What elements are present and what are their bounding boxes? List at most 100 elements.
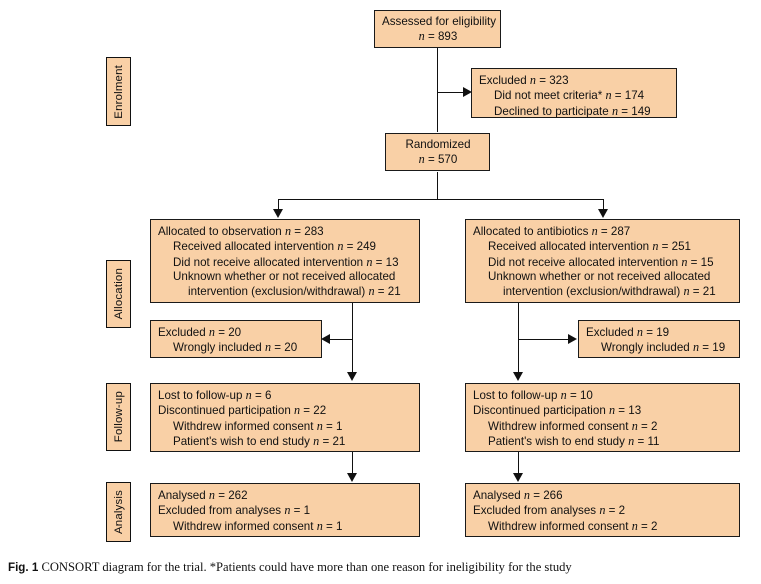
phase-label-enrolment: Enrolment [106,57,131,126]
alloc-left-line-4: Unknown whether or not received allocate… [173,269,396,283]
followup-left-line-4: Patient's wish to end study n = 21 [158,434,413,449]
excluded-left-l2-label: Wrongly included [173,341,265,355]
alloc-left-l2-value: = 249 [343,240,377,254]
excluded-top-l3-label: Declined to participate [494,104,612,118]
phase-label-analysis: Analysis [106,482,131,542]
node-followup-antibiotics: Lost to follow-up n = 10 Discontinued pa… [465,383,740,452]
alloc-left-line-2: Received allocated intervention n = 249 [158,239,413,254]
alloc-right-l1-label: Allocated to antibiotics [473,225,592,238]
alloc-right-line-3: Did not receive allocated intervention n… [473,255,733,270]
excluded-right-l2-n: n [692,340,700,355]
alloc-left-l5-n: n [368,284,375,299]
node-excluded-top: Excluded n = 323 Did not meet criteria* … [471,68,677,118]
alloc-right-l1-n: n [591,224,598,238]
followup-left-l1-label: Lost to follow-up [158,389,246,402]
analysis-left-l1-label: Analysed [158,489,209,502]
followup-right-l2-value: = 13 [615,404,642,418]
followup-right-l4-n: n [628,433,635,448]
node-analysis-observation: Analysed n = 262 Excluded from analyses … [150,483,420,537]
followup-right-l3-value: = 2 [637,419,658,433]
analysis-left-l2-value: = 1 [290,504,311,518]
followup-left-l1-n: n [245,388,252,402]
excluded-left-l1-value: = 20 [215,326,242,339]
analysis-left-l2-label: Excluded from analyses [158,504,285,518]
followup-right-l4-label: Patient's wish to end study [488,434,629,448]
alloc-right-l5-value: = 21 [689,285,716,299]
excluded-top-l3-value: = 149 [618,104,651,118]
arrow-to-excluded-right [568,334,577,344]
alloc-right-l1-value: = 287 [597,225,631,238]
figure-caption-text: CONSORT diagram for the trial. *Patients… [41,560,572,574]
assessed-line-2: n = 893 [382,29,494,44]
connector-left-alloc-down [352,303,353,379]
followup-right-line-2: Discontinued participation n = 13 [473,403,733,418]
followup-left-l3-label: Withdrew informed consent [173,419,317,433]
node-followup-observation: Lost to follow-up n = 6 Discontinued par… [150,383,420,452]
node-allocated-observation: Allocated to observation n = 283 Receive… [150,219,420,303]
excluded-left-l2-n: n [264,340,272,355]
connector-split-right-down [603,199,604,213]
node-analysis-antibiotics: Analysed n = 266 Excluded from analyses … [465,483,740,537]
assessed-n-value: = 893 [424,30,458,44]
connector-right-followup-down [518,452,519,480]
node-assessed-for-eligibility: Assessed for eligibility n = 893 [374,10,501,48]
alloc-right-line-2: Received allocated intervention n = 251 [473,239,733,254]
followup-left-l4-n: n [313,433,320,448]
excluded-top-l1-n: n [529,73,537,87]
alloc-left-l3-label: Did not receive allocated intervention [173,255,367,269]
followup-right-l1-value: = 10 [566,389,593,402]
followup-left-line-3: Withdrew informed consent n = 1 [158,419,413,434]
alloc-left-line-1: Allocated to observation n = 283 [158,224,413,239]
excluded-top-l2-value: = 174 [611,89,645,103]
alloc-left-l5-label: intervention (exclusion/withdrawal) [188,285,369,299]
followup-right-l2-n: n [608,403,616,418]
connector-assessed-to-randomized [437,47,438,132]
analysis-right-l1-n: n [523,488,531,502]
excluded-left-l1-n: n [208,325,216,339]
excluded-left-l1-label: Excluded [158,326,209,339]
alloc-right-line-1: Allocated to antibiotics n = 287 [473,224,733,239]
analysis-left-l1-value: = 262 [215,489,248,502]
assessed-line-1: Assessed for eligibility [382,15,497,28]
followup-left-l2-label: Discontinued participation [158,404,294,418]
alloc-left-l1-value: = 283 [291,225,324,238]
excluded-top-l1-value: = 323 [536,74,569,87]
followup-right-line-4: Patient's wish to end study n = 11 [473,434,733,449]
phase-label-followup-text: Follow-up [112,391,125,443]
phase-label-analysis-text: Analysis [112,489,125,534]
excluded-right-l2-label: Wrongly included [601,341,693,355]
connector-split-horizontal [278,199,604,200]
analysis-right-line-1: Analysed n = 266 [473,488,733,503]
excluded-top-l1-label: Excluded [479,74,530,87]
excluded-right-line-1: Excluded n = 19 [586,325,733,340]
connector-left-to-excluded [330,339,352,340]
followup-right-l2-label: Discontinued participation [473,404,609,418]
excluded-top-l2-label: Did not meet criteria* [494,89,606,103]
node-randomized: Randomized n = 570 [385,133,490,171]
alloc-right-l3-value: = 15 [687,255,714,269]
alloc-right-l2-label: Received allocated intervention [488,240,653,254]
alloc-right-l2-n: n [652,239,659,254]
analysis-right-l3-n: n [631,518,638,533]
followup-right-l1-label: Lost to follow-up [473,389,561,402]
analysis-right-l1-label: Analysed [473,489,524,502]
randomized-line-1: Randomized [405,138,471,151]
alloc-left-line-3: Did not receive allocated intervention n… [158,255,413,270]
followup-left-line-1: Lost to follow-up n = 6 [158,388,413,403]
figure-caption: Fig. 1 CONSORT diagram for the trial. *P… [8,560,753,575]
analysis-left-line-3: Withdrew informed consent n = 1 [158,519,413,534]
excluded-top-line-2: Did not meet criteria* n = 174 [479,88,670,103]
connector-randomized-down [437,172,438,200]
followup-left-l3-value: = 1 [322,419,343,433]
phase-label-enrolment-text: Enrolment [112,64,125,119]
followup-right-line-1: Lost to follow-up n = 10 [473,388,733,403]
analysis-right-l2-value: = 2 [605,504,626,518]
followup-right-l1-n: n [560,388,567,402]
excluded-top-line-3: Declined to participate n = 149 [479,104,670,119]
assessed-n-symbol: n [418,29,425,44]
phase-label-followup: Follow-up [106,383,131,451]
randomized-n-value: = 570 [424,153,458,167]
followup-right-l4-value: = 11 [634,434,660,448]
phase-label-allocation: Allocation [106,260,131,328]
followup-right-line-3: Withdrew informed consent n = 2 [473,419,733,434]
